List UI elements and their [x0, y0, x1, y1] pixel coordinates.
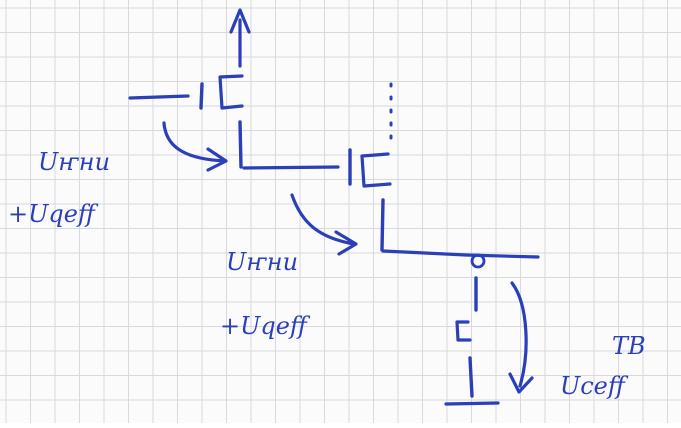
load-element: [455, 320, 472, 342]
transistor-1-gate-lead: [128, 94, 190, 100]
output-node-wire: [381, 249, 540, 259]
output-arrow-icon: [229, 8, 251, 68]
label-left-line1: Uҥни: [38, 148, 110, 176]
transistor-1-source-lead: [238, 120, 243, 169]
transistor-1-channel: [218, 74, 244, 110]
ground-line: [444, 401, 500, 406]
label-middle-line2: +Uqeff: [220, 312, 311, 340]
transistor-2-channel: [360, 152, 392, 188]
circuit-sketch: Uҥни +Uqeff Uҥни +Uqeff TB Uceff: [8, 8, 646, 406]
label-middle-line1: Uҥни: [226, 248, 298, 276]
transistor-2-source-lead: [380, 198, 385, 252]
transistor-1-gate-plate: [199, 82, 204, 110]
load-lead-lower: [468, 356, 474, 398]
label-left-line2: +Uqeff: [8, 200, 99, 228]
curved-arrow-1-icon: [162, 121, 228, 172]
node-1-wire: [242, 165, 340, 170]
output-node-dot: [470, 253, 486, 269]
curved-arrow-3-icon: [508, 281, 534, 394]
curved-arrow-2-icon: [290, 193, 358, 256]
label-right-line2: Uceff: [560, 372, 629, 400]
label-right-line1: TB: [612, 332, 646, 360]
